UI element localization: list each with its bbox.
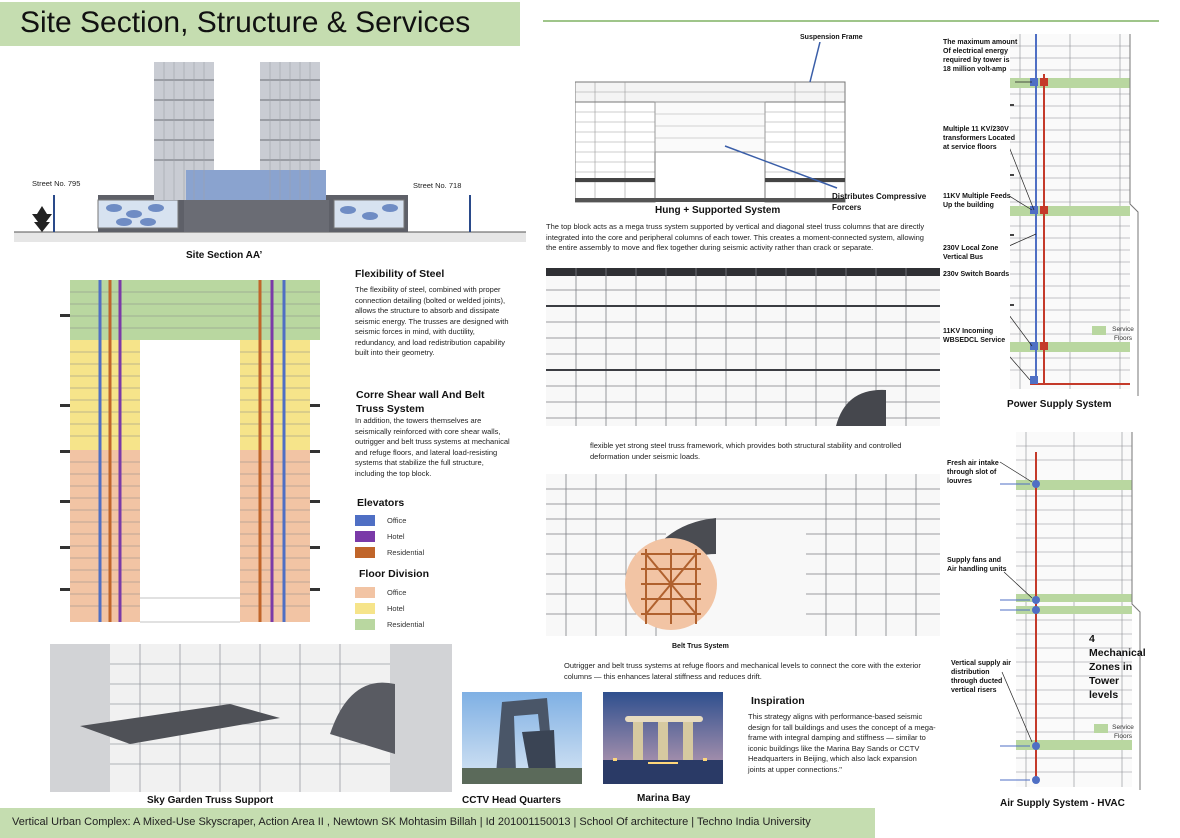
floor-office-label: Office [387,588,407,597]
power-label-incoming: 11KV Incoming WBSEDCL Service [943,328,1006,344]
truss-framework-text: flexible yet strong steel truss framewor… [590,441,902,461]
air-zones-label: 4 Mechanical Zones in Tower levels [1089,633,1146,701]
power-label-11kv-feeds: 11KV Multiple Feeds Up the building [943,193,1011,209]
street-label-left: Street No. 795 [32,179,81,188]
site-section-drawing [14,62,526,242]
air-supply-caption: Air Supply System - HVAC [1000,798,1125,809]
flexibility-heading: Flexibility of Steel [355,268,445,280]
elevators-heading: Elevators [357,497,405,509]
air-legend-service-floors: Service Floors [1112,724,1134,740]
marina-bay-caption: Marina Bay [637,793,691,804]
tower-structure-section [60,280,320,623]
inspiration-text: This strategy aligns with performance-ba… [748,712,936,774]
elevator-hotel-label: Hotel [387,532,405,541]
power-label-switch-boards: 230v Switch Boards [943,271,1010,278]
flexibility-text: The flexibility of steel, combined with … [355,285,509,357]
elevator-hotel-swatch [355,531,375,542]
footer-text: Vertical Urban Complex: A Mixed-Use Skys… [12,816,811,828]
elevator-residential-swatch [355,547,375,558]
floor-office-swatch [355,587,375,598]
sky-garden-truss-drawing [50,644,452,792]
air-supply-drawing [999,432,1141,790]
suspension-frame-label: Suspension Frame [800,34,863,41]
inspiration-heading: Inspiration [751,695,805,707]
hung-supported-caption: Hung + Supported System [655,205,781,216]
core-shear-heading: Corre Shear wall And Belt Truss System [356,389,485,415]
compressive-forces-label: Distributes Compressive Forcers [832,192,927,212]
power-label-max-energy: The maximum amount Of electrical energy … [943,39,1018,73]
floor-hotel-label: Hotel [387,604,405,613]
power-label-transformers: Multiple 11 KV/230V transformers Located… [943,126,1015,151]
floor-hotel-swatch [355,603,375,614]
sky-garden-caption: Sky Garden Truss Support [147,795,274,806]
street-label-right: Street No. 718 [413,181,462,190]
hung-supported-text: The top block acts as a mega truss syste… [546,222,925,252]
power-supply-caption: Power Supply System [1007,399,1112,410]
power-supply-drawing [1010,34,1139,396]
marina-bay-photo [603,692,723,784]
footer-banner: Vertical Urban Complex: A Mixed-Use Skys… [0,808,875,838]
power-legend-service-floors: Service Floors [1112,326,1134,342]
air-label-supply-fans: Supply fans and Air handling units [947,557,1007,573]
site-section-caption: Site Section AA’ [186,250,263,261]
belt-truss-drawing [546,474,940,636]
cctv-caption: CCTV Head Quarters [462,795,561,806]
air-label-vertical-supply: Vertical supply air distribution through… [951,660,1011,694]
elevator-office-swatch [355,515,375,526]
elevator-office-label: Office [387,516,407,525]
air-label-fresh-intake: Fresh air intake through slot of louvres [947,460,999,485]
cctv-hq-photo [462,692,582,784]
power-label-230v-bus: 230V Local Zone Vertical Bus [943,245,999,261]
floor-division-heading: Floor Division [359,568,430,580]
core-shear-text: In addition, the towers themselves are s… [355,416,510,478]
belt-truss-text: Outrigger and belt truss systems at refu… [564,661,921,681]
floor-residential-swatch [355,619,375,630]
belt-truss-caption: Belt Trus System [672,643,729,650]
title-banner: Site Section, Structure & Services [0,2,520,46]
top-divider [543,20,1159,22]
mega-truss-drawing [546,268,940,426]
elevator-residential-label: Residential [387,548,425,557]
page-title: Site Section, Structure & Services [20,6,471,39]
floor-residential-label: Residential [387,620,425,629]
hung-supported-drawing [575,42,846,203]
